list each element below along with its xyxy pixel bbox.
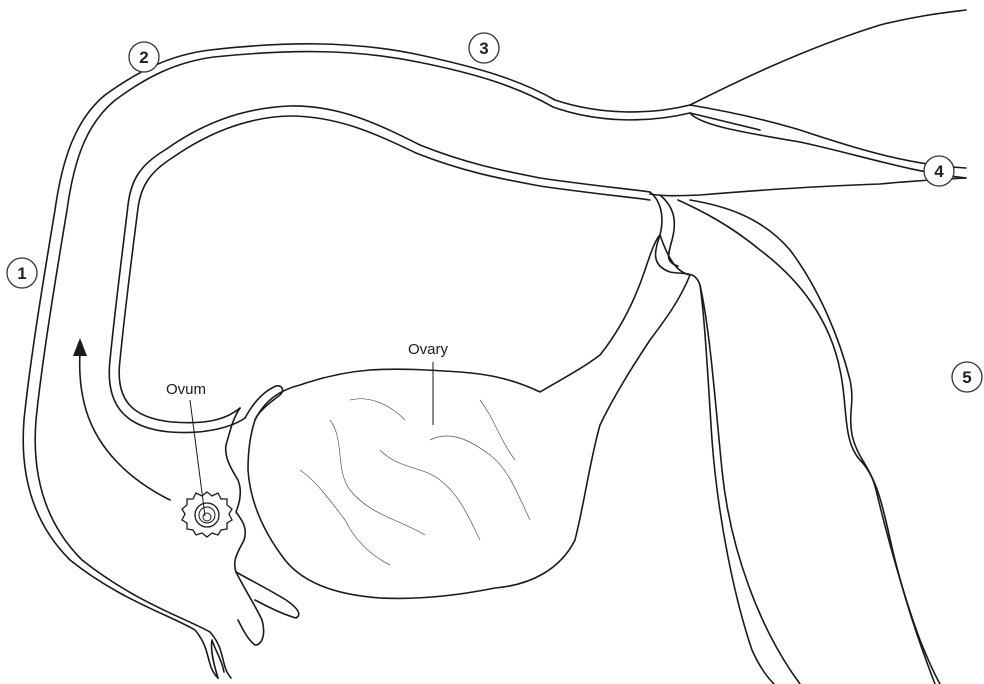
ovum-path-arrow (80, 352, 170, 500)
tube-outer-wall (23, 10, 966, 678)
marker-3-text: 3 (479, 39, 488, 58)
ovum-label: Ovum (166, 381, 206, 398)
marker-2: 2 (129, 42, 159, 72)
marker-5: 5 (952, 362, 982, 392)
marker-1: 1 (7, 258, 37, 288)
marker-4: 4 (924, 156, 954, 186)
marker-5-text: 5 (962, 368, 971, 387)
arrow-head (73, 338, 87, 356)
marker-1-text: 1 (17, 264, 26, 283)
marker-2-text: 2 (139, 48, 148, 67)
ovum (182, 492, 232, 537)
marker-3: 3 (469, 33, 499, 63)
marker-4-text: 4 (934, 162, 944, 181)
ovary-label: Ovary (408, 341, 449, 358)
ovary (248, 235, 690, 598)
